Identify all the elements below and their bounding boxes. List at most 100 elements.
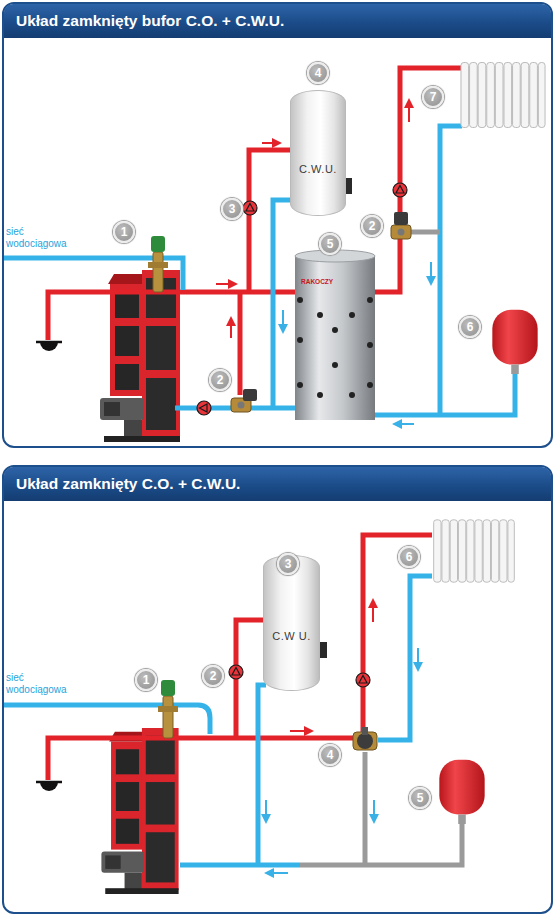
callout-number: 5 — [319, 233, 341, 255]
radiator — [434, 520, 515, 582]
callout-number: 3 — [221, 198, 243, 220]
mixing-valve — [394, 212, 408, 225]
boiler — [100, 270, 180, 442]
panel-title: Układ zamknięty bufor C.O. + C.W.U. — [4, 4, 551, 38]
pipes — [363, 752, 368, 865]
mixing-valve — [238, 402, 245, 409]
four-way-valve — [353, 727, 377, 750]
callout-number: 6 — [459, 316, 481, 338]
pump — [229, 665, 243, 679]
drain-symbol — [36, 782, 62, 791]
pump — [197, 401, 211, 415]
drain-symbol — [36, 782, 62, 791]
hot-water-coil — [320, 642, 327, 658]
hot-water-coil — [345, 178, 352, 194]
buffer-tank — [349, 392, 355, 398]
pump — [246, 204, 254, 212]
flow-arrows — [430, 262, 432, 284]
flow-arrows — [290, 730, 312, 732]
pump — [356, 673, 370, 687]
radiator — [461, 63, 545, 128]
callout-number: 3 — [277, 553, 299, 575]
pipes — [180, 863, 300, 868]
tank-label: C.W U. — [264, 630, 319, 642]
buffer-tank — [297, 297, 303, 303]
four-way-valve — [362, 727, 368, 735]
buffer-tank — [295, 256, 375, 420]
flow-arrows — [262, 142, 280, 144]
callout-number: 1 — [135, 669, 157, 691]
hot-water-tank: C.W.U. — [290, 90, 346, 216]
pump — [200, 404, 208, 412]
pipes — [258, 685, 266, 865]
boiler — [101, 728, 178, 894]
buffer-tank — [317, 392, 323, 398]
boiler — [101, 728, 178, 894]
flow-arrows — [417, 648, 419, 670]
pipes — [375, 68, 462, 292]
four-way-valve — [353, 727, 377, 750]
radiator — [434, 520, 515, 582]
buffer-tank — [367, 342, 373, 348]
callout-number: 2 — [202, 665, 224, 687]
flow-arrows — [216, 283, 236, 285]
pump — [356, 673, 370, 687]
buffer-tank — [317, 312, 323, 318]
callout-number: 1 — [113, 221, 135, 243]
pipes — [48, 738, 355, 780]
safety-valve — [148, 236, 168, 292]
pipes — [440, 126, 462, 415]
pipes — [2, 68, 515, 415]
mixing-valve — [398, 229, 405, 236]
callout-number: 7 — [422, 86, 444, 108]
panel-title: Układ zamknięty C.O. + C.W.U. — [4, 467, 551, 501]
buffer-tank — [367, 297, 373, 303]
flow-arrows — [266, 872, 288, 874]
pump — [243, 201, 257, 215]
safety-valve — [148, 262, 168, 268]
buffer-tank — [332, 362, 338, 368]
mixing-valve — [231, 389, 257, 412]
pipes — [378, 576, 432, 740]
pipes — [238, 292, 243, 395]
four-way-valve — [357, 733, 373, 749]
pump — [243, 201, 257, 215]
pump — [393, 183, 407, 197]
safety-valve — [158, 706, 178, 712]
flow-arrows — [282, 310, 284, 332]
water-supply-label: sieć wodociągowa — [6, 672, 72, 696]
callout-number: 2 — [209, 369, 231, 391]
safety-valve — [158, 680, 178, 738]
pipes — [249, 150, 290, 292]
system-panel: Układ zamknięty bufor C.O. + C.W.U. C.W.U… — [2, 2, 553, 448]
hot-water-coil — [320, 642, 327, 658]
pump — [197, 401, 211, 415]
buffer-tank — [297, 382, 303, 388]
buffer-tank — [349, 312, 355, 318]
expansion-vessel — [439, 760, 484, 824]
pump — [359, 676, 367, 684]
brand-name: RAKOCZY — [301, 278, 333, 285]
hot-water-coil — [345, 178, 352, 194]
expansion-vessel — [439, 760, 484, 824]
mixing-valve — [231, 212, 411, 412]
callout-number: 6 — [398, 546, 420, 568]
drain-symbol — [36, 342, 62, 351]
callout-number: 4 — [319, 744, 341, 766]
pipes — [48, 292, 295, 340]
safety-valve — [161, 680, 175, 696]
mixing-valve — [391, 212, 411, 239]
safety-valve — [163, 696, 173, 738]
radiator — [461, 63, 545, 128]
system-panel: Układ zamknięty C.O. + C.W.U. C.W U. — [2, 465, 553, 914]
flow-arrows — [372, 600, 374, 622]
callout-number: 4 — [307, 62, 329, 84]
boiler — [100, 270, 180, 442]
pipes — [363, 535, 432, 738]
flow-arrows — [265, 800, 267, 822]
pipes — [375, 372, 515, 415]
expansion-vessel — [492, 310, 537, 374]
drain-symbol — [36, 342, 62, 351]
callout-number: 2 — [361, 215, 383, 237]
flow-arrows — [408, 100, 410, 122]
